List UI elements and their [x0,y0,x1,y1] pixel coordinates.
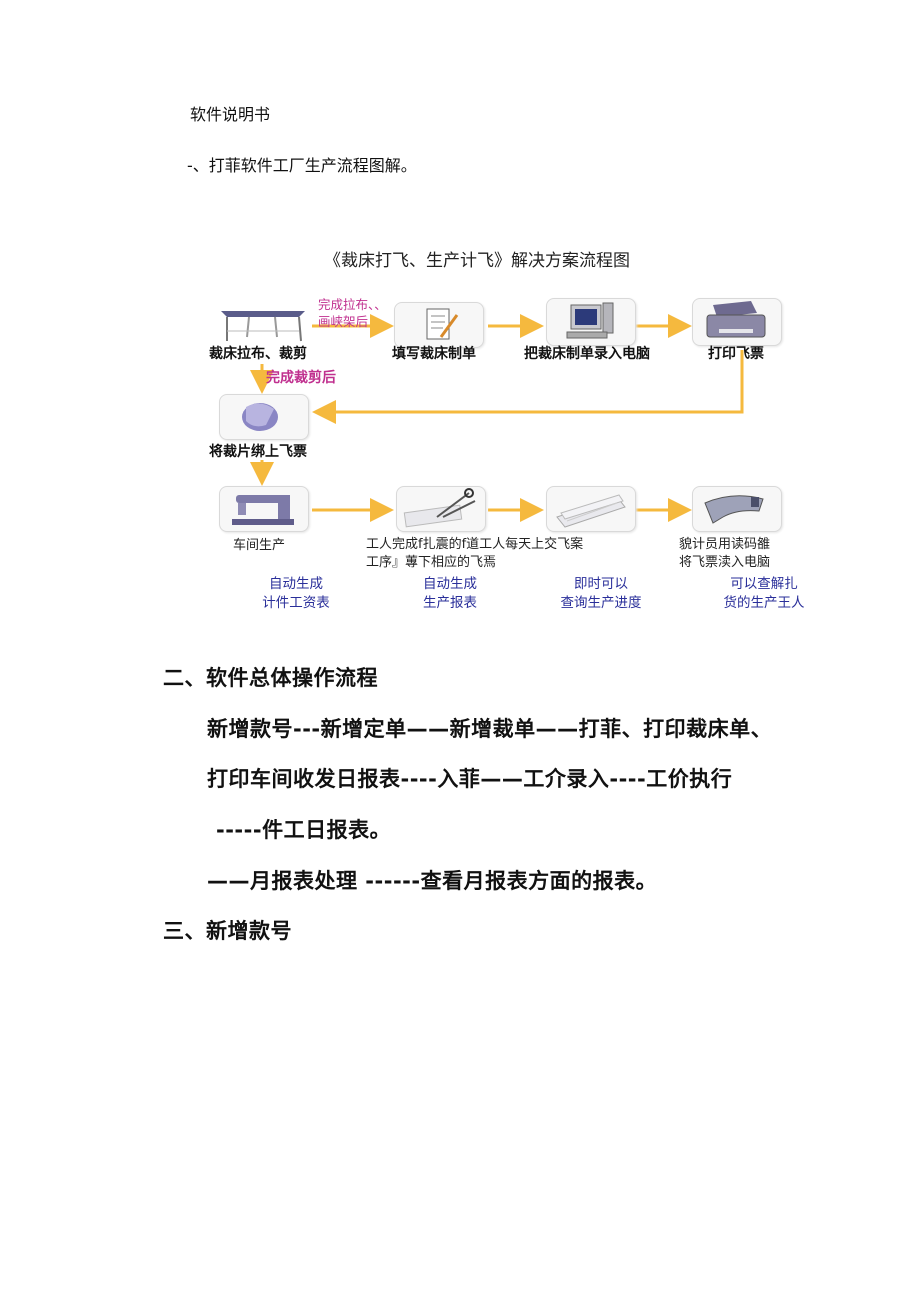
output-3-line2: 查询生产进度 [560,595,642,611]
output-1-line2: 计件工资表 [262,595,330,611]
bind-ticket-box [219,394,309,440]
section-1-heading: -、打菲软件工厂生产流程图解。 [187,156,417,175]
figure-title: 《裁床打飞、生产计飞》解决方案流程图 [324,251,630,271]
barcode-scanner-icon [704,495,764,524]
output-4-line2: 货的生产王人 [723,595,805,611]
arrow-note-2: 画峡架后 [318,314,369,329]
output-4-line1: 可以查解扎 [730,576,798,592]
flow-line-3: -----件工日报表。 [216,818,392,842]
output-1-line1: 自动生成 [269,576,323,592]
fabric-pieces-icon [242,403,278,431]
section-2-heading: 二、软件总体操作流程 [163,666,378,690]
flow-line-4: ——月报表处理 ------查看月报表方面的报表。 [207,869,658,893]
arrow-note-3: 完成裁剪后 [266,370,336,386]
step-workshop: 车间生产 [233,538,286,553]
fill-sheet-box [394,302,484,348]
step-bind-ticket: 将裁片绑上飞票 [209,444,307,460]
output-2-line1: 自动生成 [423,576,477,592]
computer-box [546,298,636,346]
step-fill-sheet: 填写裁床制单 [392,346,476,362]
scanner-box [692,486,782,532]
step-scanner-line2: 将飞票渎入电脑 [679,555,771,570]
document-pen-icon [426,308,459,340]
step-worker-line1: 工人完成f扎震的f道工人每天上交飞案 [366,537,584,552]
section-3-heading: 三、新增款号 [163,919,292,943]
flow-arrows [250,314,744,522]
flow-line-1: 新增款号---新增定单——新增裁单——打菲、打印裁床单、 [207,717,773,741]
step-worker-line2: 工序』蓴下相应的飞焉 [366,555,497,570]
cutting-table-icon [219,305,309,345]
step-cutting-table: 裁床拉布、裁剪 [209,346,307,362]
output-2-line2: 生产报表 [423,595,477,611]
arrow-note-1: 完成拉布、、 [318,297,387,312]
ticket-stack-icon [556,494,626,528]
sewing-machine-icon [232,495,294,525]
scissors-box [396,486,486,532]
step-print-ticket: 打印飞票 [708,346,764,362]
scissors-icon [403,488,476,528]
printer-box [692,298,782,346]
computer-icon [566,302,614,339]
printer-icon [706,301,766,338]
step-enter-pc: 把裁床制单录入电脑 [524,346,650,362]
output-3-line1: 即时可以 [574,576,628,592]
doc-title: 软件说明书 [190,105,271,124]
workshop-box [219,486,309,532]
flow-line-2: 打印车间收发日报表----入菲——工介录入----工价执行 [207,767,733,791]
tickets-box [546,486,636,532]
arrow-return [312,350,744,424]
step-scanner-line1: 貌计员用读码雒 [679,537,771,552]
